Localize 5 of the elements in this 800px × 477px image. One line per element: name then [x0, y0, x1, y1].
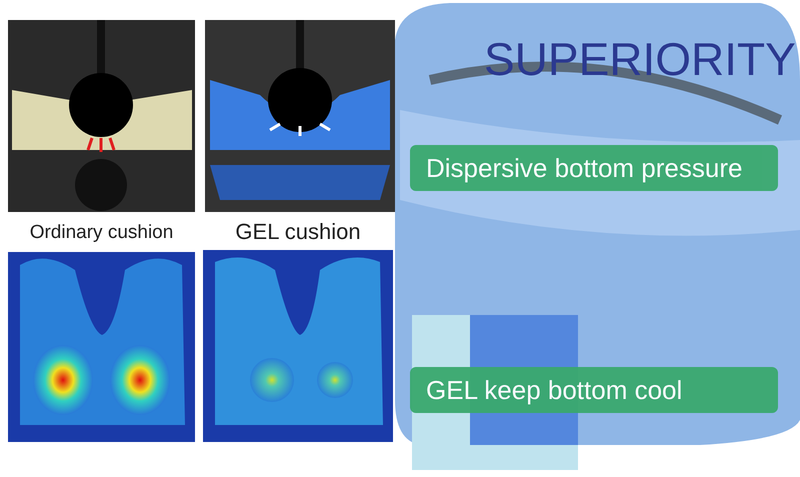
- caption: Ordinary cushion: [28, 222, 174, 244]
- caption: GEL cushion: [234, 219, 362, 245]
- title: SUPERIORITY: [484, 32, 796, 86]
- callout-banner: Dispersive bottom pressure: [410, 145, 778, 191]
- callout-banner: GEL keep bottom cool: [410, 367, 778, 413]
